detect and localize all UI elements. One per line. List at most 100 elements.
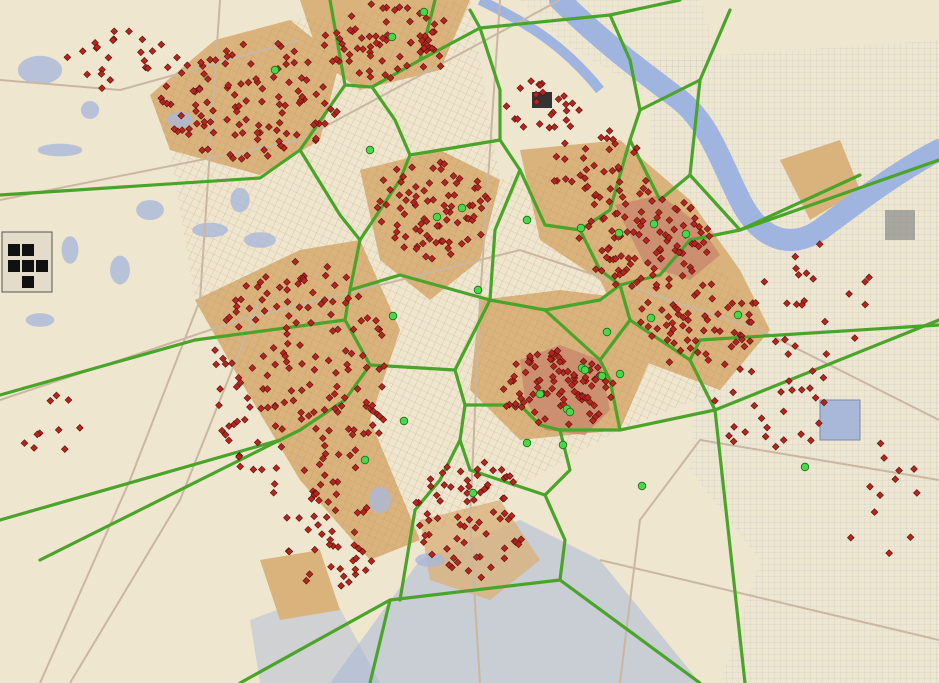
incident-point-icon[interactable]	[579, 154, 588, 162]
center-site-icon[interactable]	[473, 285, 483, 295]
incident-point-icon[interactable]	[628, 282, 636, 290]
incident-point-icon[interactable]	[20, 439, 29, 447]
incident-point-icon[interactable]	[287, 386, 296, 395]
incident-point-icon[interactable]	[232, 107, 241, 116]
incident-point-icon[interactable]	[708, 294, 717, 303]
incident-point-icon[interactable]	[584, 393, 592, 402]
incident-point-icon[interactable]	[263, 152, 272, 160]
incident-point-icon[interactable]	[232, 382, 241, 391]
incident-point-icon[interactable]	[725, 431, 733, 440]
incident-point-icon[interactable]	[236, 378, 245, 387]
incident-point-icon[interactable]	[307, 318, 315, 327]
incident-point-icon[interactable]	[412, 244, 421, 253]
incident-point-icon[interactable]	[698, 281, 707, 290]
incident-point-icon[interactable]	[203, 98, 211, 107]
incident-point-icon[interactable]	[480, 485, 489, 493]
incident-point-icon[interactable]	[353, 44, 362, 53]
incident-point-icon[interactable]	[30, 444, 38, 452]
center-site-icon[interactable]	[576, 223, 586, 233]
incident-point-icon[interactable]	[321, 31, 330, 40]
incident-point-icon[interactable]	[783, 299, 791, 308]
incident-point-icon[interactable]	[231, 296, 240, 305]
incident-point-icon[interactable]	[311, 352, 320, 361]
center-site-icon[interactable]	[646, 313, 656, 323]
incident-point-icon[interactable]	[406, 17, 414, 26]
incident-point-icon[interactable]	[177, 111, 186, 120]
incident-point-icon[interactable]	[425, 179, 434, 187]
incident-point-icon[interactable]	[695, 223, 703, 231]
incident-point-icon[interactable]	[648, 271, 657, 279]
incident-point-icon[interactable]	[668, 319, 677, 327]
incident-point-icon[interactable]	[589, 416, 597, 425]
incident-point-icon[interactable]	[216, 385, 224, 393]
incident-point-icon[interactable]	[426, 475, 435, 483]
incident-point-icon[interactable]	[362, 363, 371, 372]
incident-point-icon[interactable]	[487, 563, 495, 572]
incident-point-icon[interactable]	[342, 273, 351, 282]
incident-point-icon[interactable]	[238, 129, 247, 137]
incident-point-icon[interactable]	[630, 148, 638, 157]
incident-point-icon[interactable]	[644, 322, 653, 331]
incident-point-icon[interactable]	[265, 123, 273, 131]
incident-point-icon[interactable]	[482, 530, 490, 538]
incident-point-icon[interactable]	[320, 471, 329, 479]
incident-point-icon[interactable]	[453, 534, 461, 543]
incident-point-icon[interactable]	[321, 271, 330, 280]
incident-point-icon[interactable]	[703, 225, 712, 233]
incident-point-icon[interactable]	[281, 101, 289, 110]
incident-point-icon[interactable]	[656, 228, 664, 236]
incident-point-icon[interactable]	[282, 357, 291, 366]
incident-point-icon[interactable]	[204, 145, 212, 154]
incident-point-icon[interactable]	[464, 566, 473, 575]
incident-point-icon[interactable]	[144, 64, 152, 73]
incident-point-icon[interactable]	[821, 317, 829, 326]
incident-point-icon[interactable]	[239, 40, 248, 49]
incident-point-icon[interactable]	[177, 69, 186, 77]
incident-point-icon[interactable]	[373, 203, 382, 212]
incident-point-icon[interactable]	[399, 172, 407, 181]
incident-point-icon[interactable]	[382, 18, 391, 26]
incident-point-icon[interactable]	[691, 336, 700, 345]
incident-point-icon[interactable]	[258, 465, 266, 474]
incident-point-icon[interactable]	[346, 451, 354, 460]
incident-point-icon[interactable]	[585, 409, 594, 418]
incident-point-icon[interactable]	[590, 161, 598, 170]
incident-point-icon[interactable]	[629, 228, 638, 236]
incident-point-icon[interactable]	[365, 67, 374, 75]
incident-point-icon[interactable]	[405, 188, 413, 197]
incident-point-icon[interactable]	[815, 419, 823, 428]
incident-point-icon[interactable]	[372, 32, 380, 41]
incident-point-icon[interactable]	[391, 234, 399, 242]
incident-point-icon[interactable]	[665, 358, 674, 366]
incident-point-icon[interactable]	[346, 26, 355, 34]
incident-point-icon[interactable]	[345, 578, 353, 586]
incident-point-icon[interactable]	[670, 339, 678, 347]
incident-point-icon[interactable]	[636, 221, 645, 230]
incident-point-icon[interactable]	[456, 467, 465, 476]
incident-point-icon[interactable]	[253, 283, 262, 291]
incident-point-icon[interactable]	[581, 174, 589, 183]
incident-point-icon[interactable]	[534, 418, 543, 427]
incident-point-icon[interactable]	[325, 426, 333, 435]
incident-point-icon[interactable]	[321, 119, 329, 128]
incident-point-icon[interactable]	[183, 61, 192, 70]
incident-point-icon[interactable]	[673, 305, 682, 314]
incident-point-icon[interactable]	[209, 106, 217, 115]
incident-point-icon[interactable]	[806, 384, 814, 392]
incident-point-icon[interactable]	[559, 395, 568, 404]
incident-point-icon[interactable]	[416, 521, 424, 530]
incident-point-icon[interactable]	[321, 450, 330, 458]
incident-point-icon[interactable]	[430, 20, 439, 29]
incident-point-icon[interactable]	[290, 58, 299, 67]
incident-point-icon[interactable]	[386, 74, 395, 82]
center-site-icon[interactable]	[597, 371, 607, 381]
incident-point-icon[interactable]	[425, 516, 433, 525]
incident-point-icon[interactable]	[670, 225, 679, 234]
incident-point-icon[interactable]	[325, 540, 334, 549]
incident-point-icon[interactable]	[333, 478, 342, 486]
incident-point-icon[interactable]	[422, 14, 431, 22]
incident-point-icon[interactable]	[535, 376, 544, 385]
incident-point-icon[interactable]	[684, 309, 692, 318]
incident-point-icon[interactable]	[570, 387, 579, 396]
incident-point-icon[interactable]	[691, 214, 699, 223]
